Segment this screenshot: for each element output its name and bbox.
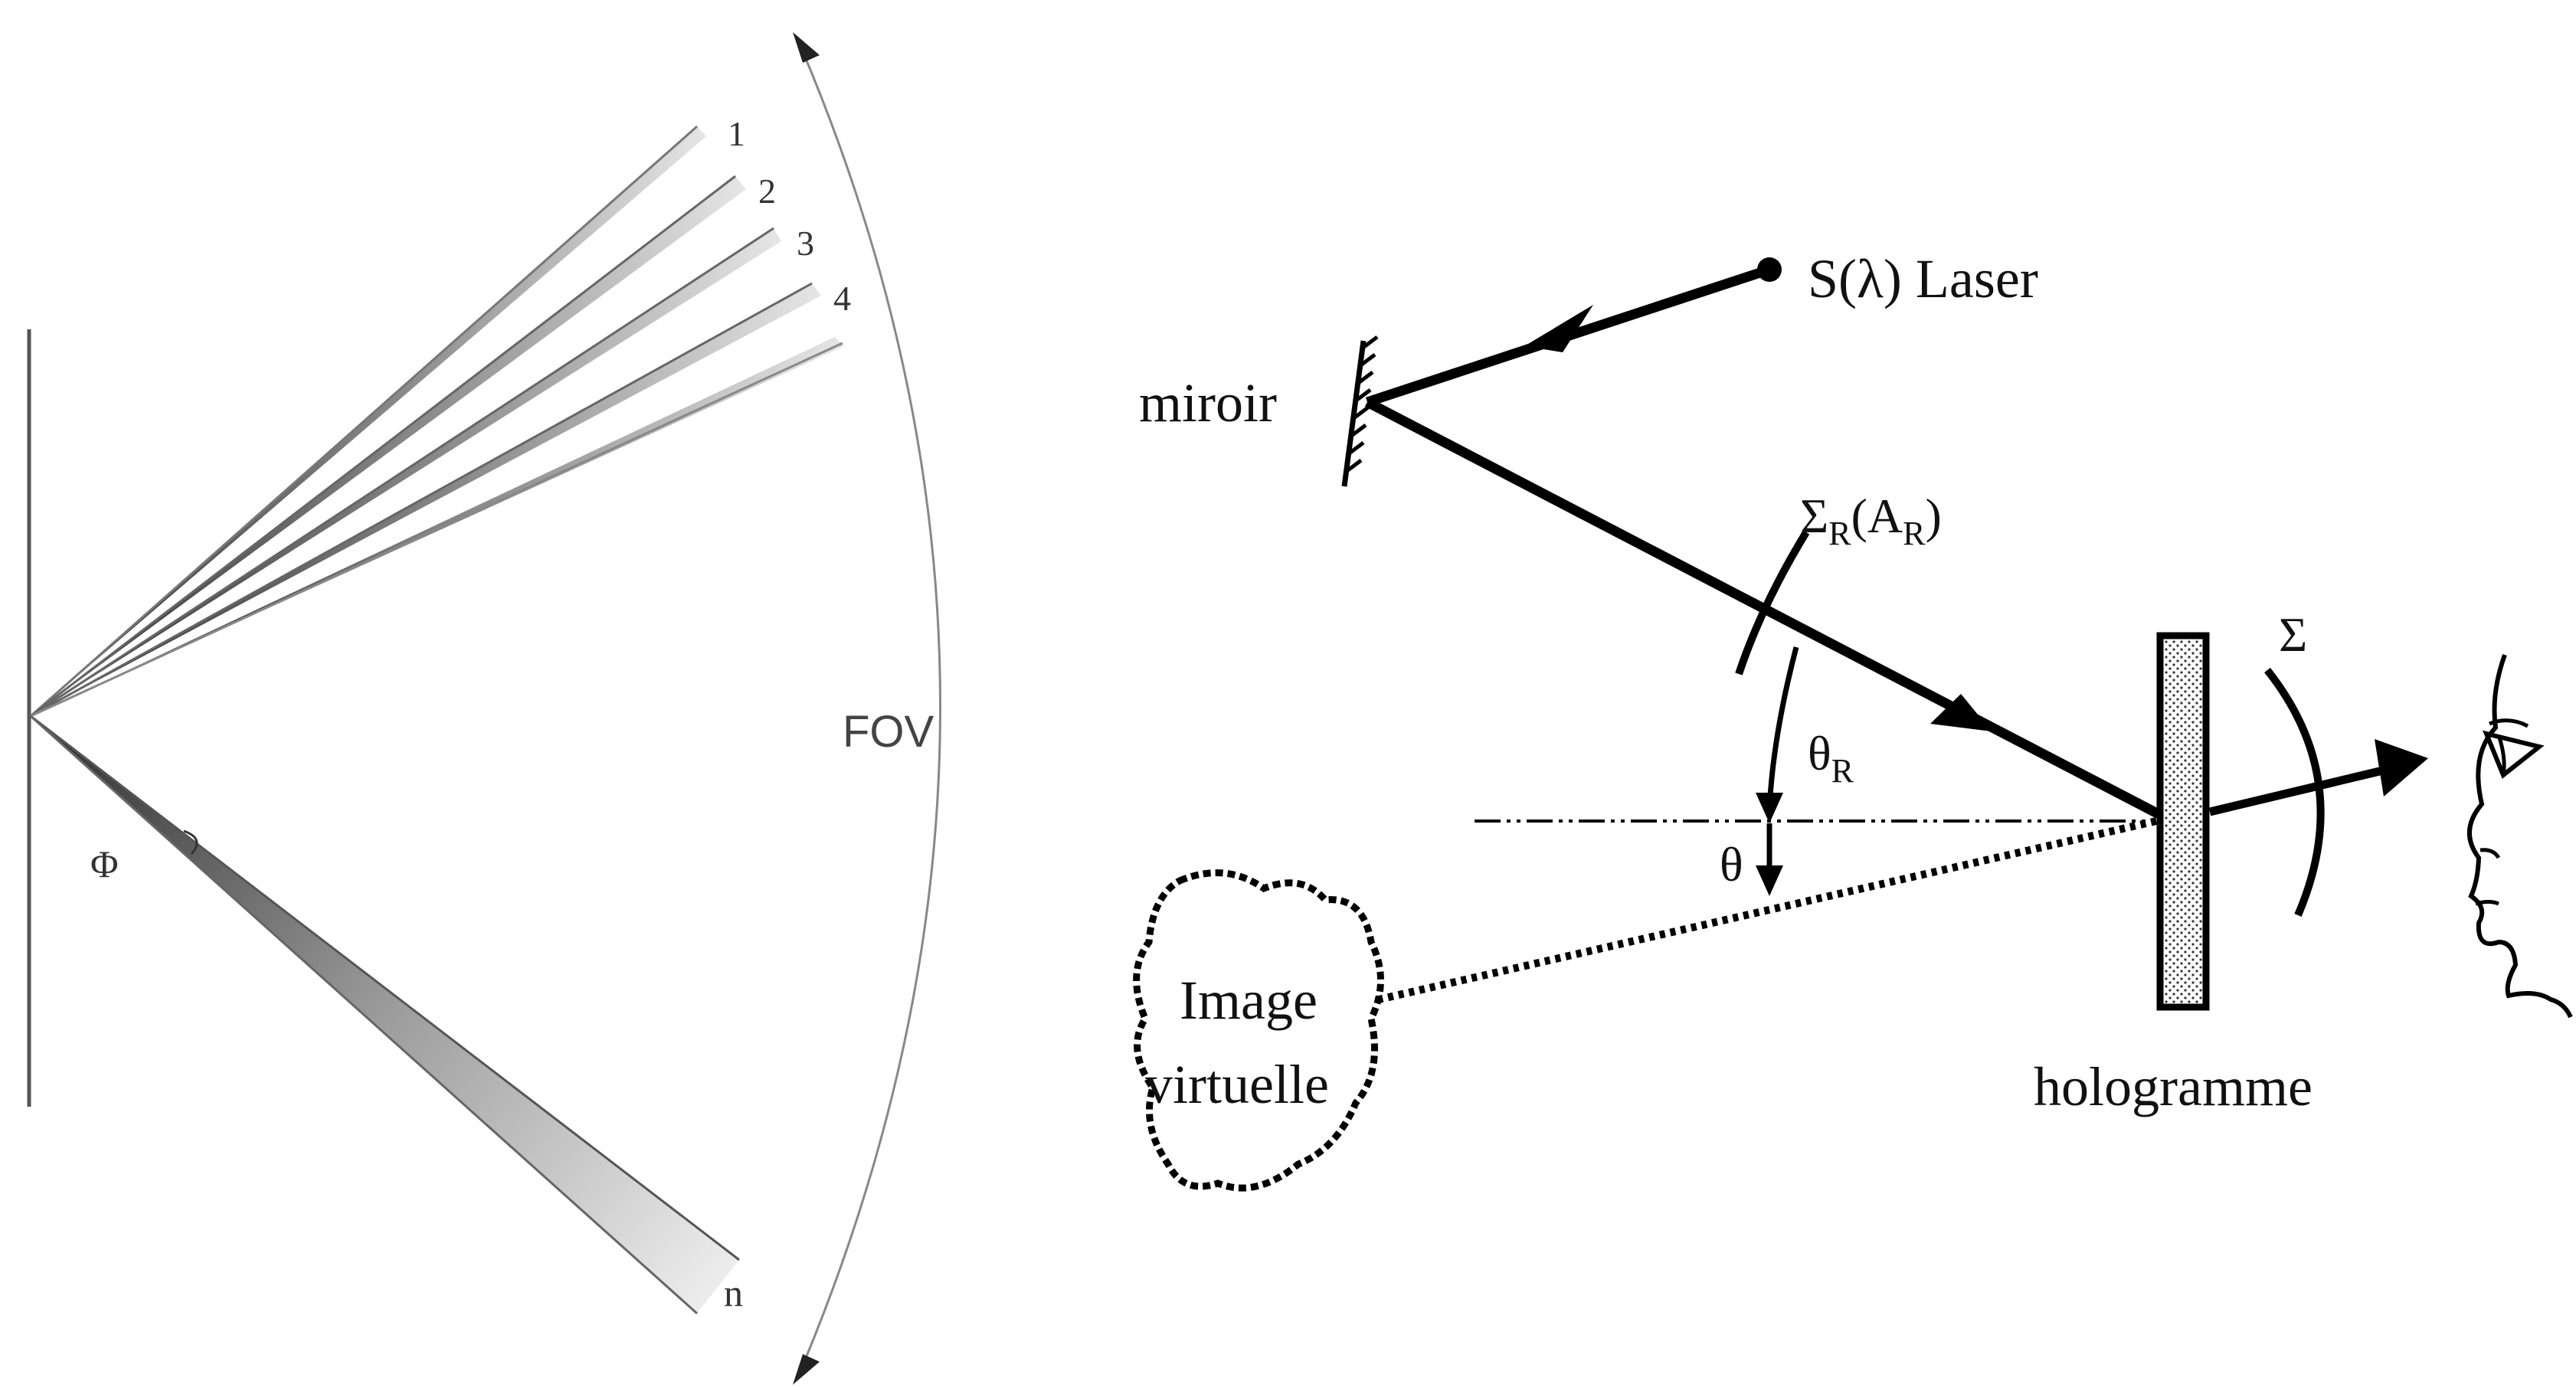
- beam-label-2: 2: [758, 172, 776, 211]
- fov-arrowhead-top: [793, 32, 820, 63]
- beam-label-n: n: [724, 1271, 743, 1314]
- beam-label-4: 4: [833, 279, 851, 318]
- mirror: [1341, 335, 1379, 487]
- virtual-image-label-line1: Image: [1180, 970, 1317, 1031]
- observer-face: [2467, 653, 2573, 1019]
- virtual-ray: [1377, 817, 2158, 1003]
- fov-label: FOV: [843, 707, 934, 757]
- beam-edge: [30, 282, 813, 718]
- beam-edge: [30, 125, 698, 718]
- hologram-plate: [2156, 632, 2210, 1011]
- laser-source-label: S(λ) Laser: [1808, 248, 2038, 309]
- beam-edge: [30, 342, 843, 718]
- beam-edge: [30, 227, 774, 718]
- beam-edge: [29, 715, 699, 1315]
- beam-n: [31, 716, 739, 1313]
- beam-edge: [30, 715, 740, 1261]
- fov-diagram: 1 2 3 4 n Φ FOV: [27, 32, 941, 1385]
- angle-arrowhead: [1756, 865, 1783, 896]
- beam-arrowhead-1: [1524, 305, 1593, 352]
- beam-label-3: 3: [797, 224, 814, 263]
- output-beam: [2208, 765, 2388, 816]
- beam-edge: [30, 175, 736, 718]
- output-wavefront-arc: [2264, 667, 2325, 917]
- beam-arrowhead-2: [1930, 694, 1992, 731]
- beam-label-1: 1: [728, 114, 745, 153]
- angle-arc: [183, 829, 198, 855]
- output-arrowhead: [2375, 739, 2428, 797]
- beam-fan: [30, 125, 844, 718]
- output-wavefront-label: Σ: [2279, 607, 2307, 662]
- hologram-diagram: S(λ) Laser miroir ΣR(AR) θ: [1133, 248, 2573, 1192]
- virtual-image-outline: [1133, 869, 1384, 1192]
- beam-1: [31, 126, 706, 716]
- reference-wavefront-arc: [1735, 530, 1810, 676]
- angle-label-phi: Φ: [90, 842, 119, 885]
- fov-arc: [799, 45, 941, 1372]
- beam-2: [31, 176, 746, 716]
- fov-arrowhead-bottom: [793, 1354, 820, 1385]
- angle-ref-arrow: [1766, 646, 1799, 809]
- reference-wavefront-label: ΣR(AR): [1800, 489, 1942, 552]
- mirror-label: miroir: [1139, 372, 1277, 433]
- virtual-image-label-line2: virtuelle: [1145, 1054, 1329, 1115]
- hologram-label: hologramme: [2034, 1056, 2313, 1117]
- angle-ref-label: θR: [1808, 726, 1854, 790]
- beam-5: [31, 337, 844, 716]
- angle-label: θ: [1720, 837, 1743, 891]
- angle-ref-arrowhead: [1756, 793, 1783, 823]
